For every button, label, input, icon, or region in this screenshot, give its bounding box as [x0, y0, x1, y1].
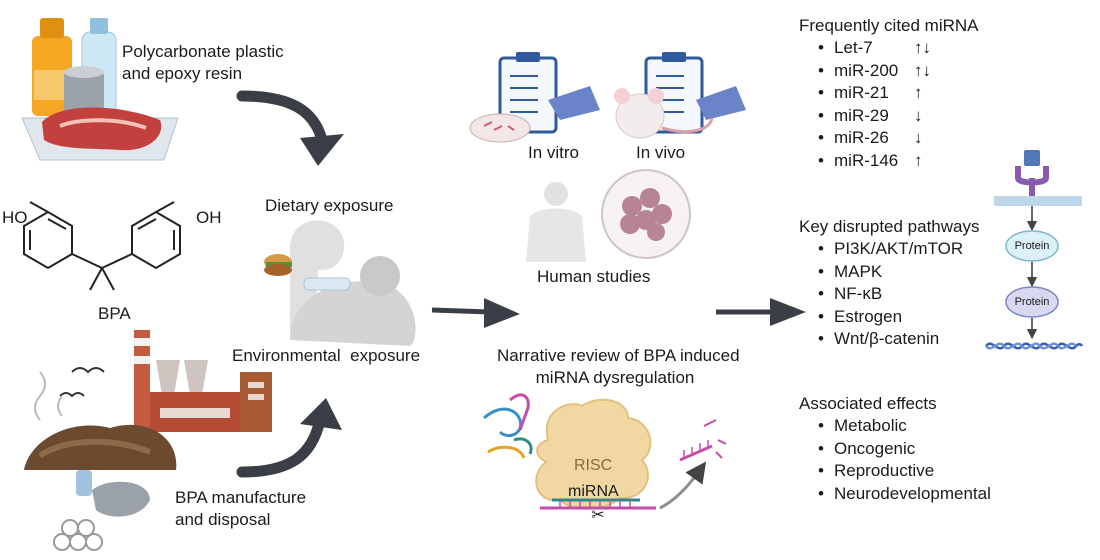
svg-text:✂: ✂ [591, 507, 604, 524]
effects-title: Associated effects [799, 394, 937, 413]
risc-complex-icon: ✂ [535, 398, 656, 524]
bpa-ho-label: HO [2, 208, 28, 227]
pathway-item: Estrogen [814, 306, 963, 329]
pathway-item: Wnt/β-catenin [814, 328, 963, 351]
protein-label-2: Protein [1014, 296, 1050, 308]
curved-arrow-top [236, 90, 328, 146]
curved-arrow-top-head [300, 134, 344, 166]
mirna-list-item: miR-26↓ [814, 127, 931, 150]
pathway-item: NF-κB [814, 283, 963, 306]
pathway-item: PI3K/AKT/mTOR [814, 238, 963, 261]
effects-list: Metabolic Oncogenic Reproductive Neurode… [814, 415, 991, 505]
plastic-source-label-1: Polycarbonate plastic [122, 42, 284, 61]
mirna-label: miRNA [568, 483, 619, 500]
pathway-item: MAPK [814, 261, 963, 284]
person-drinking-icon [264, 220, 416, 346]
arrow-to-outcomes [716, 298, 806, 326]
plastic-products-icon [21, 18, 179, 161]
mirna-list-item: miR-21↑ [814, 82, 931, 105]
review-title-line-1: Narrative review of BPA induced [497, 346, 740, 365]
pathways-list: PI3K/AKT/mTOR MAPK NF-κB Estrogen Wnt/β-… [814, 238, 963, 351]
review-title-line-2: miRNA dysregulation [535, 368, 695, 387]
mirna-hairpin-icon [483, 393, 533, 459]
effect-item: Neurodevelopmental [814, 483, 991, 506]
curved-arrow-bottom-head [300, 398, 342, 430]
cleaved-mrna-icon [659, 419, 727, 510]
in-vivo-study-icon [614, 52, 746, 139]
factory-icon [59, 330, 272, 432]
mirna-list-item: miR-200↑↓ [814, 60, 931, 83]
manufacture-label-1: BPA manufacture [175, 488, 307, 507]
effect-item: Oncogenic [814, 438, 991, 461]
mirna-list: Let-7↑↓ miR-200↑↓ miR-21↑ miR-29↓ miR-26… [814, 37, 931, 172]
pathways-title: Key disrupted pathways [799, 217, 980, 236]
dietary-exposure-label: Dietary exposure [265, 196, 394, 215]
manufacture-label-2: and disposal [175, 510, 271, 529]
plastic-source-label-2: and epoxy resin [122, 64, 243, 83]
bpa-label: BPA [98, 304, 131, 323]
protein-label-1: Protein [1014, 240, 1050, 252]
arrow-to-review [431, 298, 520, 328]
bpa-structure-icon [23, 201, 181, 291]
in-vitro-study-icon [469, 52, 600, 143]
mirna-list-item: miR-146↑ [814, 150, 931, 173]
curved-arrow-bottom [236, 414, 326, 478]
mirna-list-item: miR-29↓ [814, 105, 931, 128]
effect-item: Reproductive [814, 460, 991, 483]
in-vivo-label: In vivo [636, 143, 686, 162]
mirna-list-title: Frequently cited miRNA [799, 16, 979, 35]
mirna-list-item: Let-7↑↓ [814, 37, 931, 60]
human-studies-label: Human studies [537, 267, 651, 286]
bpa-oh-label: OH [196, 208, 222, 227]
waste-pile-icon [24, 371, 177, 551]
effect-item: Metabolic [814, 415, 991, 438]
in-vitro-label: In vitro [528, 143, 580, 162]
risc-label: RISC [574, 457, 613, 474]
environmental-exposure-label: Environmental exposure [232, 346, 421, 365]
signaling-cascade-icon [985, 150, 1084, 350]
human-study-icon [526, 169, 691, 262]
